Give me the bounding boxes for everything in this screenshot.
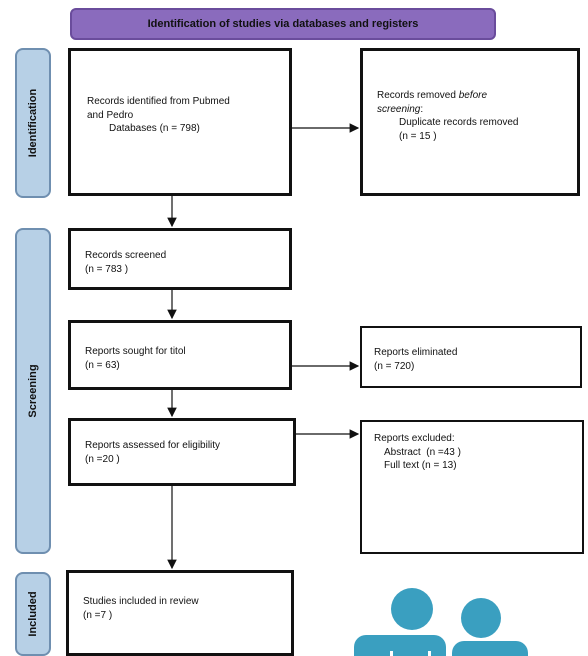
records-removed-line4: (n = 15 ) <box>399 130 437 142</box>
box-reports-eliminated: Reports eliminated (n = 720) <box>360 326 582 388</box>
box-records-screened: Records screened (n = 783 ) <box>68 228 292 290</box>
records-identified-line1: Records identified from Pubmed <box>87 96 230 107</box>
diagram-header: Identification of studies via databases … <box>70 8 496 40</box>
box-records-removed: Records removed before screening: Duplic… <box>360 48 580 196</box>
reports-excluded-line3: Full text (n = 13) <box>384 460 457 471</box>
reports-eliminated-line2: (n = 720) <box>374 360 415 372</box>
box-reports-assessed: Reports assessed for eligibility (n =20 … <box>68 418 296 486</box>
records-removed-line3: Duplicate records removed <box>399 117 519 128</box>
records-removed-line2: screening: <box>377 103 424 115</box>
studies-included-line2: (n =7 ) <box>83 609 113 621</box>
box-reports-excluded: Reports excluded: Abstract (n =43 ) Full… <box>360 420 584 554</box>
box-records-identified: Records identified from Pubmed and Pedro… <box>68 48 292 196</box>
box-reports-sought: Reports sought for titol (n = 63) <box>68 320 292 390</box>
records-screened-line2: (n = 783 ) <box>85 263 129 275</box>
phase-included: Included <box>15 572 51 656</box>
reports-excluded-line1: Reports excluded: <box>374 433 455 444</box>
records-identified-line3: Databases (n = 798) <box>109 123 200 134</box>
people-icon <box>348 585 528 656</box>
reports-assessed-line2: (n =20 ) <box>85 453 120 465</box>
records-screened-line1: Records screened <box>85 250 167 261</box>
header-title: Identification of studies via databases … <box>147 18 419 30</box>
reports-excluded-line2: Abstract (n =43 ) <box>384 446 461 458</box>
records-removed-line1: Records removed before <box>377 90 488 101</box>
phase-screening: Screening <box>15 228 51 554</box>
reports-sought-line1: Reports sought for titol <box>85 346 186 357</box>
reports-sought-line2: (n = 63) <box>85 359 120 371</box>
reports-eliminated-line1: Reports eliminated <box>374 347 458 358</box>
box-studies-included: Studies included in review (n =7 ) <box>66 570 294 656</box>
records-identified-line2: and Pedro <box>87 109 134 121</box>
phase-identification: Identification <box>15 48 51 198</box>
studies-included-line1: Studies included in review <box>83 596 199 607</box>
reports-assessed-line1: Reports assessed for eligibility <box>85 440 221 451</box>
